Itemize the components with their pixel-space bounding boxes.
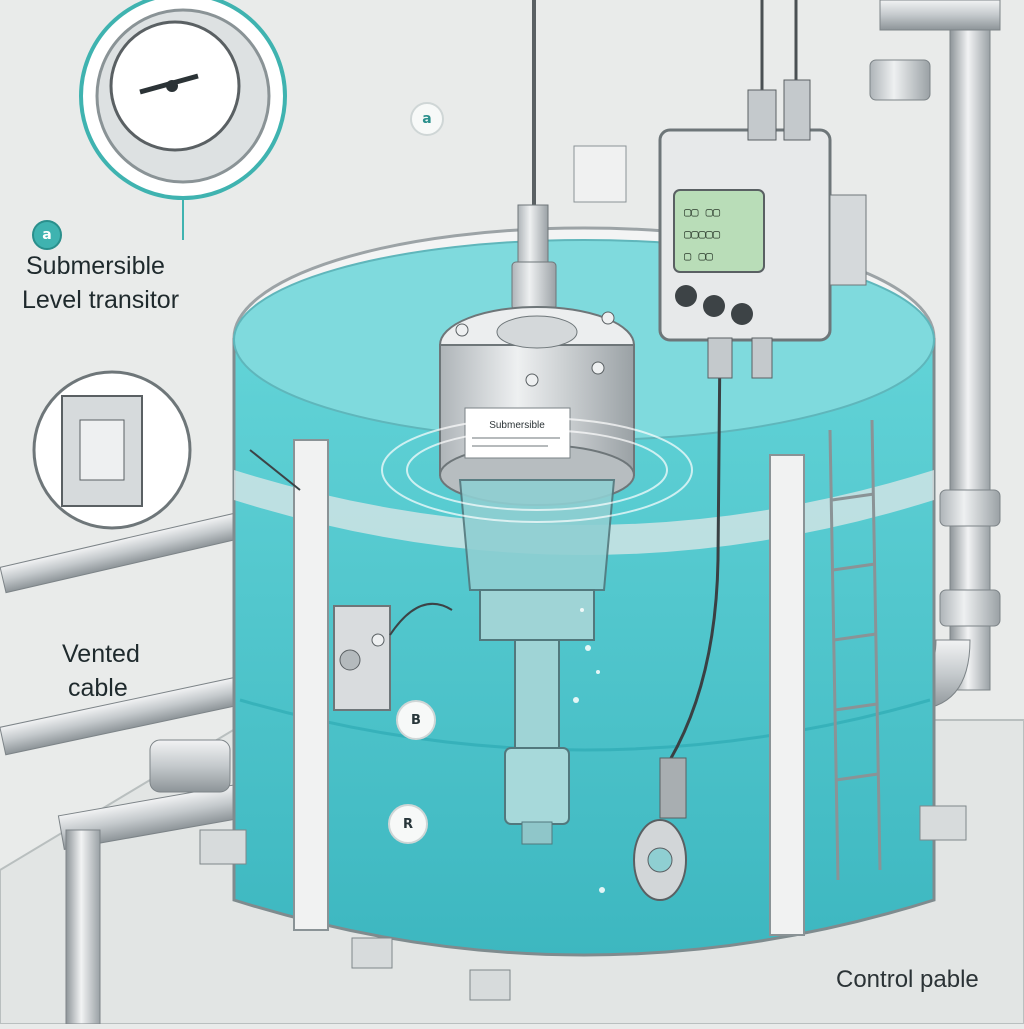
junction-box-icon (333, 605, 391, 711)
transmitter-label-line1: Submersible (26, 252, 165, 280)
tank-band (234, 470, 934, 555)
vented-cable-label-line2: cable (68, 674, 128, 702)
side-marker-badge-2: R (388, 804, 428, 844)
side-marker-badge-1: B (396, 700, 436, 740)
pressure-gauge-icon (79, 0, 287, 240)
bubbles (573, 608, 605, 893)
tank-support-left (293, 439, 329, 931)
transmitter-label-line2: Level transitor (22, 286, 180, 314)
lcd-display-icon: ▢▢ ▢▢ ▢▢▢▢▢ ▢ ▢▢ (658, 128, 867, 342)
svg-text:▢ ▢▢: ▢ ▢▢ (684, 249, 713, 263)
svg-text:▢▢ ▢▢: ▢▢ ▢▢ (684, 205, 720, 219)
tank-support-right (769, 454, 805, 936)
gauge-marker-badge: a (410, 102, 444, 136)
water-ripples (381, 417, 693, 523)
vented-cable-label-line1: Vented (62, 640, 140, 668)
vent-fitting (573, 145, 627, 203)
svg-text:▢▢▢▢▢: ▢▢▢▢▢ (684, 227, 720, 241)
cable-clamp (633, 757, 687, 901)
left-pipes (0, 512, 261, 1025)
sensor-detail-callout (32, 370, 192, 530)
transmitter-marker-badge: a (32, 220, 62, 250)
tank-ladder (828, 419, 882, 881)
nameplate-text: Submersible (489, 420, 545, 431)
vented-cable (668, 339, 722, 761)
control-panel-label: Control pable (836, 966, 979, 993)
right-pipes (869, 0, 1001, 711)
